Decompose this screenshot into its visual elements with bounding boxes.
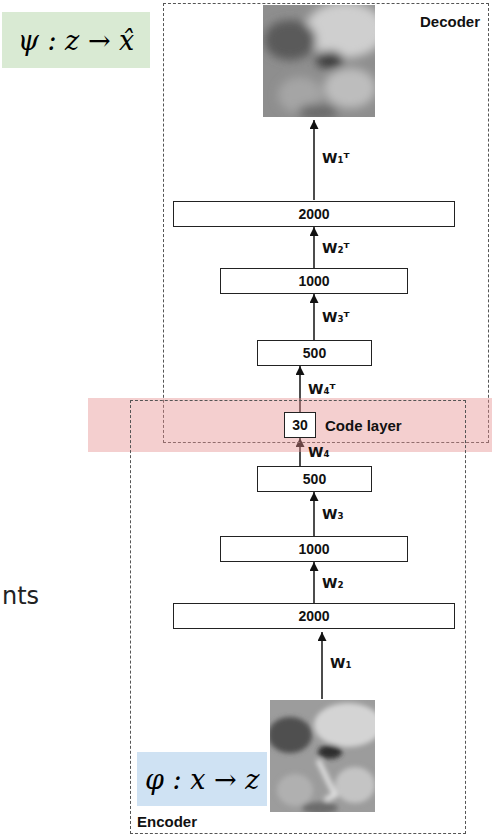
input-arrow	[321, 632, 323, 699]
code-layer-band: Code layer 30	[88, 398, 492, 452]
face-nose	[318, 760, 335, 800]
layer-box: 2000	[173, 603, 455, 629]
face-cheek	[324, 68, 375, 108]
weight-connector	[313, 492, 315, 536]
weight-connector	[313, 562, 315, 603]
face-cheek	[335, 767, 375, 803]
node-text: 500	[303, 345, 326, 361]
weight-label: W₂	[322, 575, 344, 591]
node-text: 500	[303, 471, 326, 487]
reconstructed-face	[263, 5, 375, 117]
weight-connector	[313, 294, 315, 340]
face-shadow	[264, 20, 316, 60]
band-title: Code layer	[325, 417, 402, 434]
weight-connector	[313, 227, 315, 268]
face-shadow	[270, 717, 312, 753]
weight-label: W₂ᵀ	[322, 240, 350, 256]
input-face	[270, 700, 375, 812]
encoder-function-label: φ : x → z	[137, 752, 267, 806]
node-text: 30	[292, 417, 308, 433]
layer-box: 2000	[173, 201, 455, 227]
layer-box: 500	[257, 340, 372, 366]
weight-label: W₄	[308, 444, 330, 460]
decoder-region: Decoder 2000 1000 500	[163, 3, 489, 443]
node-text: 2000	[298, 608, 329, 624]
face-mouth	[298, 104, 338, 117]
node-text: 1000	[298, 273, 329, 289]
weight-label: W₄ᵀ	[308, 381, 336, 397]
layer-box: 1000	[220, 268, 408, 294]
face-eye	[318, 745, 342, 759]
output-arrow	[313, 120, 315, 200]
encoder-region: Encoder 500 1000 2000 φ : x → z	[130, 400, 466, 834]
weight-label: W₁ᵀ	[322, 150, 350, 166]
decoder-function-label: ψ : z → x̂	[2, 12, 150, 68]
weight-label: W₃ᵀ	[322, 309, 350, 325]
layer-box: 500	[257, 466, 372, 492]
node-text: 2000	[298, 206, 329, 222]
face-forehead	[314, 703, 375, 747]
node-text: 1000	[298, 541, 329, 557]
node-text: ψ : z → x̂	[18, 25, 135, 56]
weight-label: W₃	[322, 506, 344, 522]
region-title: Encoder	[137, 813, 197, 830]
slide-text-fragment: nts	[2, 582, 39, 610]
face-forehead	[305, 5, 375, 58]
face-eye	[316, 51, 344, 69]
face-cheek	[277, 774, 313, 806]
weight-label: W₁	[330, 655, 352, 671]
node-text: φ : x → z	[145, 764, 259, 795]
layer-box: 1000	[220, 536, 408, 562]
region-title: Decoder	[420, 13, 480, 30]
face-mouth	[302, 802, 338, 812]
code-box: 30	[284, 412, 316, 438]
